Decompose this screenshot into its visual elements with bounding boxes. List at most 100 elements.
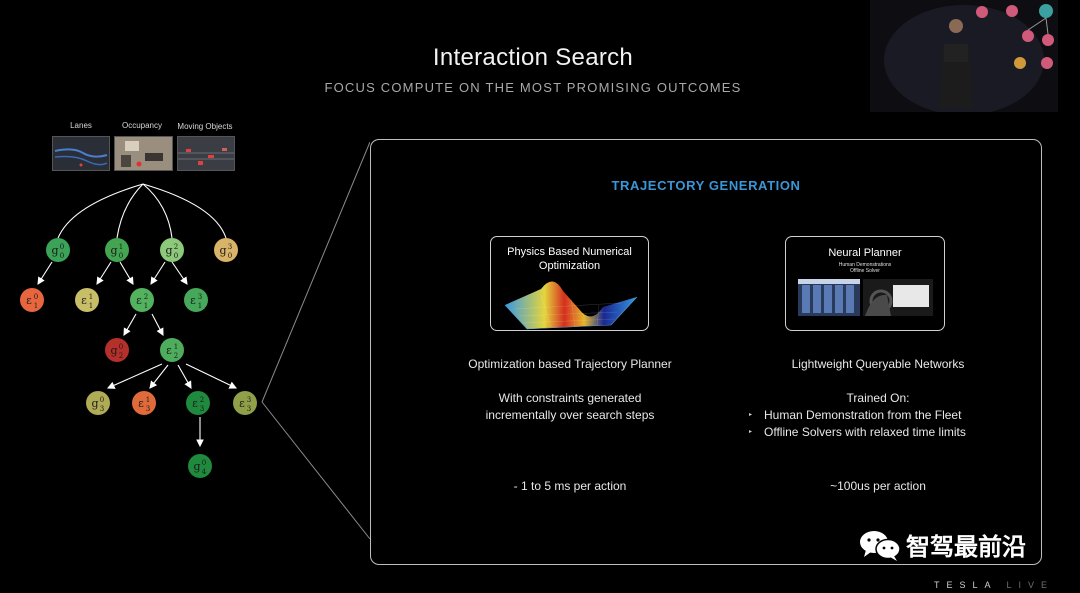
tree-node-label: g: [193, 460, 200, 473]
tree-node-circle: [184, 288, 208, 312]
constraints-line2: incrementally over search steps: [485, 408, 655, 422]
tree-node-label: 1: [34, 302, 38, 310]
tree-node-label: 0: [174, 252, 178, 260]
edge-g00-e10: [37, 261, 53, 285]
tree-node-label: 2: [144, 293, 148, 301]
tree-node-label: 0: [34, 293, 38, 301]
tree-node-label: 3: [228, 243, 232, 251]
speaker-video: [870, 0, 1058, 112]
tree-node-label: 0: [119, 252, 123, 260]
optimization-surface-plot: [504, 281, 638, 330]
tree-node-label: 1: [89, 293, 93, 301]
tree-node-label: 0: [202, 459, 206, 467]
tree-node-label: ε: [138, 397, 144, 410]
edge-g01-e12: [119, 261, 134, 285]
wechat-icon: [860, 530, 901, 561]
optimization-timing: - 1 to 5 ms per action: [513, 479, 627, 493]
panel-title: TRAJECTORY GENERATION: [611, 178, 801, 193]
tree-node-label: 0: [228, 252, 232, 260]
edge-g02-e13: [171, 261, 188, 285]
tree-node-circle: [75, 288, 99, 312]
tree-node-label: 3: [146, 405, 150, 413]
server-rack-image: [798, 279, 860, 316]
edge-g02-e12: [150, 261, 166, 285]
tree-node-circle: [233, 391, 257, 415]
tree-node-label: 3: [247, 405, 251, 413]
tree-node-label: 0: [119, 343, 123, 351]
tree-node-label: g: [219, 244, 226, 257]
zoom-line-bottom: [261, 401, 370, 540]
speaker-scene: [870, 0, 1058, 112]
edge-e21-e31: [149, 364, 169, 389]
tree-node-circle: [130, 288, 154, 312]
tree-node-circle: [105, 338, 129, 362]
tree-node-circle: [160, 238, 184, 262]
watermark-text: 智驾最前沿: [906, 534, 1026, 561]
tree-node-label: 3: [100, 405, 104, 413]
list-item: ▸Human Demonstration from the Fleet: [749, 408, 962, 422]
tree-node-label: 1: [146, 396, 150, 404]
edge-root-g01: [116, 183, 144, 239]
tesla-live-logo: TESLA LIVE: [934, 580, 1054, 590]
tree-node-label: 1: [174, 343, 178, 351]
networks-timing: ~100us per action: [830, 479, 926, 493]
tree-node-label: g: [110, 344, 117, 357]
bullet-arrow-icon: ▸: [749, 429, 753, 435]
moving-objects-thumbnail: [177, 136, 235, 171]
tree-node-label: 2: [200, 396, 204, 404]
tree-node-label: 1: [89, 302, 93, 310]
neural-card-title: Neural Planner: [828, 247, 902, 259]
tree-node-label: 0: [100, 396, 104, 404]
tree-node-label: 0: [60, 252, 64, 260]
edge-root-g00: [57, 183, 144, 239]
trained-on-label: Trained On:: [846, 391, 910, 405]
edge-e12-g20: [123, 313, 137, 336]
tree-node-circle: [186, 391, 210, 415]
tree-node-label: 4: [202, 468, 207, 476]
edge-e21-g30: [106, 363, 163, 389]
tree-node-label: 3: [198, 293, 202, 301]
moving-objects-label: Moving Objects: [177, 122, 233, 131]
lanes-thumbnail: [52, 136, 110, 171]
tree-node-label: 2: [174, 352, 178, 360]
tree-node-label: ε: [26, 294, 32, 307]
tree-node-circle: [188, 454, 212, 478]
tree-node-circle: [214, 238, 238, 262]
neural-planner-card: Neural Planner Human Demonstrations Offl…: [785, 236, 945, 331]
tree-node-label: ε: [136, 294, 142, 307]
optimization-heading: Optimization based Trajectory Planner: [468, 357, 672, 371]
tree-node-label: ε: [190, 294, 196, 307]
neural-card-sub2: Offline Solver: [850, 268, 880, 274]
tree-node-label: 3: [247, 396, 251, 404]
tree-node-label: 1: [119, 243, 123, 251]
networks-heading: Lightweight Queryable Networks: [791, 357, 965, 371]
page-subtitle: FOCUS COMPUTE ON THE MOST PROMISING OUTC…: [324, 80, 742, 95]
edge-g01-e11: [96, 261, 112, 285]
neural-card-sub1: Human Demonstrations: [838, 262, 892, 268]
physics-card-title: Physics Based Numerical Optimization: [507, 246, 632, 272]
list-item: ▸Offline Solvers with relaxed time limit…: [749, 425, 966, 439]
edge-e21-e33: [185, 363, 237, 389]
tree-node-label: 1: [198, 302, 202, 310]
lanes-label: Lanes: [70, 121, 92, 130]
zoom-line-top: [261, 141, 370, 403]
tree-node-circle: [105, 238, 129, 262]
tree-node-label: ε: [192, 397, 198, 410]
tree-node-label: ε: [166, 344, 172, 357]
tree-node-label: g: [110, 244, 117, 257]
training-sources-list: ▸Human Demonstration from the Fleet ▸Off…: [749, 407, 1029, 441]
tree-edges: [37, 183, 237, 448]
bullet-arrow-icon: ▸: [749, 412, 753, 418]
